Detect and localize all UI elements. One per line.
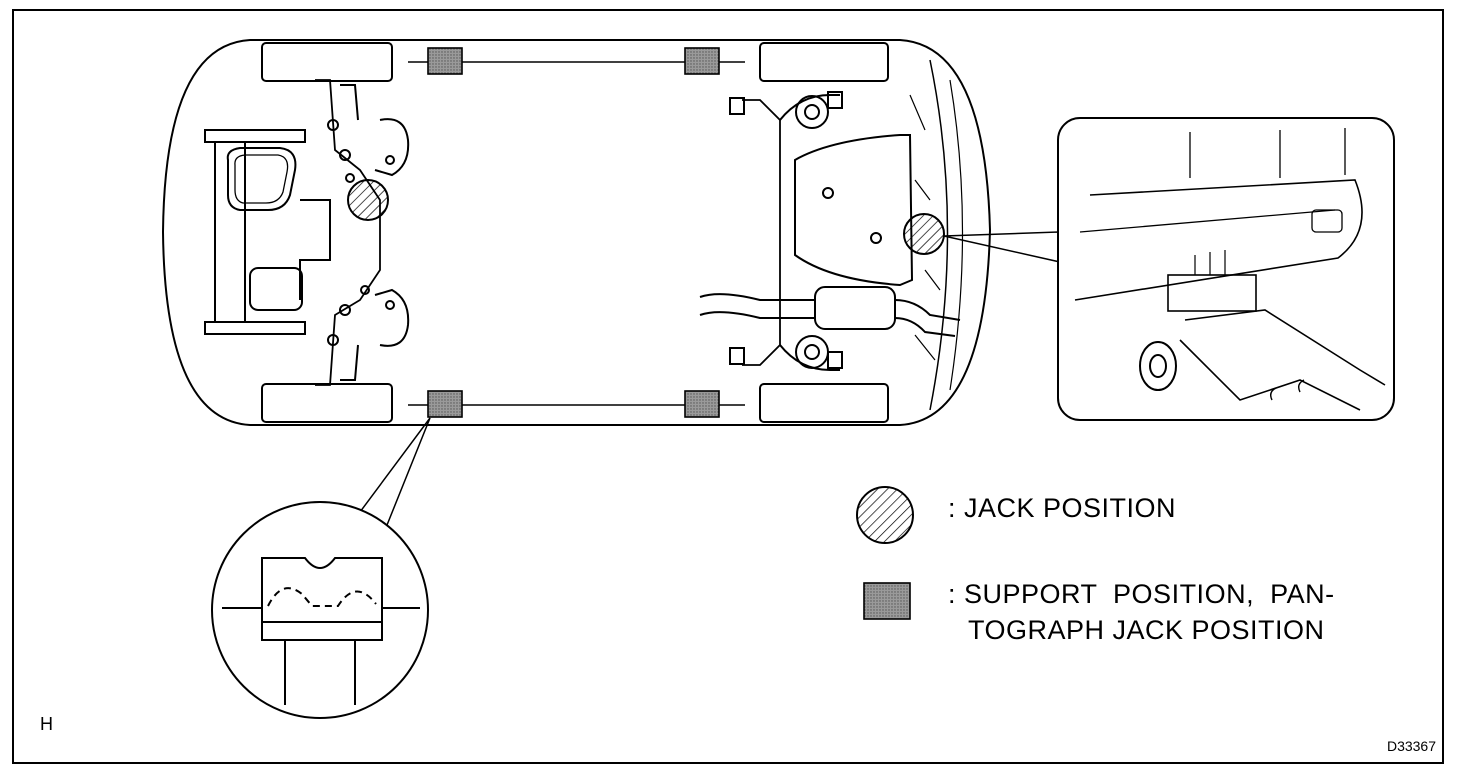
wheel-front-left: [261, 42, 393, 82]
rear-bumper-curve: [929, 59, 949, 411]
support-position-rear-left: [684, 47, 720, 75]
car-body-outline: [161, 39, 992, 426]
spare-tire-well: [794, 134, 914, 287]
support-position-rear-right: [684, 390, 720, 418]
jack-position-front: [347, 179, 389, 221]
figure-id: D33367: [1386, 738, 1436, 754]
figure-frame: [12, 9, 1444, 764]
wheel-rear-left: [759, 42, 889, 82]
muffler: [814, 286, 896, 330]
support-position-front-left: [427, 47, 463, 75]
legend-jack-label: : JACK POSITION: [948, 493, 1177, 523]
legend-jack-symbol: [856, 486, 914, 544]
legend-support-label-line2: TOGRAPH JACK POSITION: [968, 615, 1325, 645]
wheel-front-right: [261, 383, 393, 423]
corner-label: H: [40, 714, 53, 734]
support-detail-inset: [211, 501, 429, 719]
support-position-front-right: [427, 390, 463, 418]
legend-support-label-line1: : SUPPORT POSITION, PAN-: [948, 579, 1335, 609]
rear-jack-detail-inset: [1057, 117, 1395, 421]
wheel-rear-right: [759, 383, 889, 423]
jack-position-rear: [903, 213, 945, 255]
legend-support-symbol: [863, 582, 911, 620]
